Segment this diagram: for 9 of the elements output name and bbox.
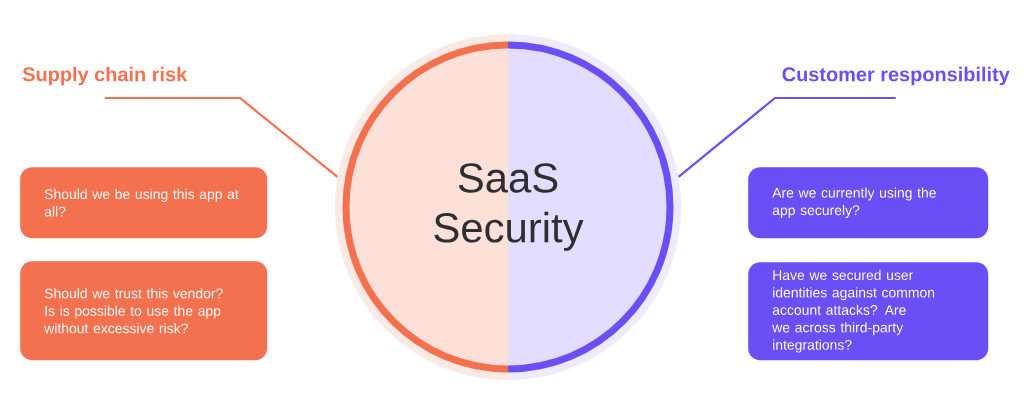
question-box: Have we secured user identities against common account attacks? Are we across third-party integrations? xyxy=(748,262,989,361)
leader-line xyxy=(677,96,896,178)
heading: Customer responsibility xyxy=(782,66,1010,86)
heading: Supply chain risk xyxy=(22,66,188,86)
question-box: Are we currently using the app securely? xyxy=(748,167,989,239)
question-box: Should we trust this vendor? Is is possible to use the app without excessive risk? xyxy=(20,261,268,361)
circle-node: SaaS Security xyxy=(335,34,681,380)
question-box: Should we be using this app at all? xyxy=(20,167,268,239)
leader-line xyxy=(104,96,339,178)
